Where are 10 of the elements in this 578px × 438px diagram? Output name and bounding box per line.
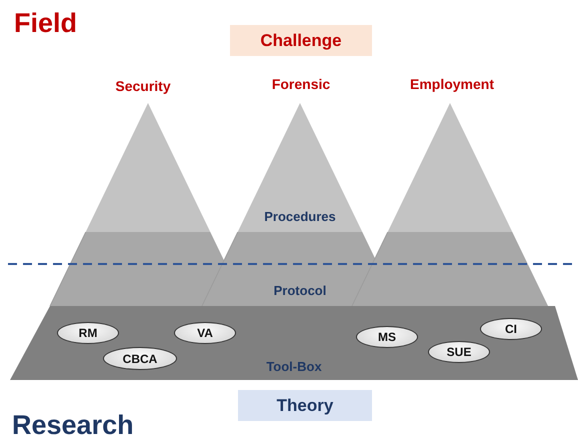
mountain-title: Forensic: [272, 76, 330, 92]
research-heading: Research: [12, 410, 134, 438]
challenge-banner: Challenge: [230, 25, 372, 56]
mountain-title: Security: [115, 78, 171, 94]
mountain-title: Employment: [410, 76, 494, 92]
field-heading: Field: [14, 8, 78, 39]
layer-label: Procedures: [264, 209, 336, 224]
layer-label: Protocol: [274, 283, 326, 298]
theory-banner: Theory: [238, 390, 372, 421]
layer-label: Tool-Box: [266, 359, 322, 374]
